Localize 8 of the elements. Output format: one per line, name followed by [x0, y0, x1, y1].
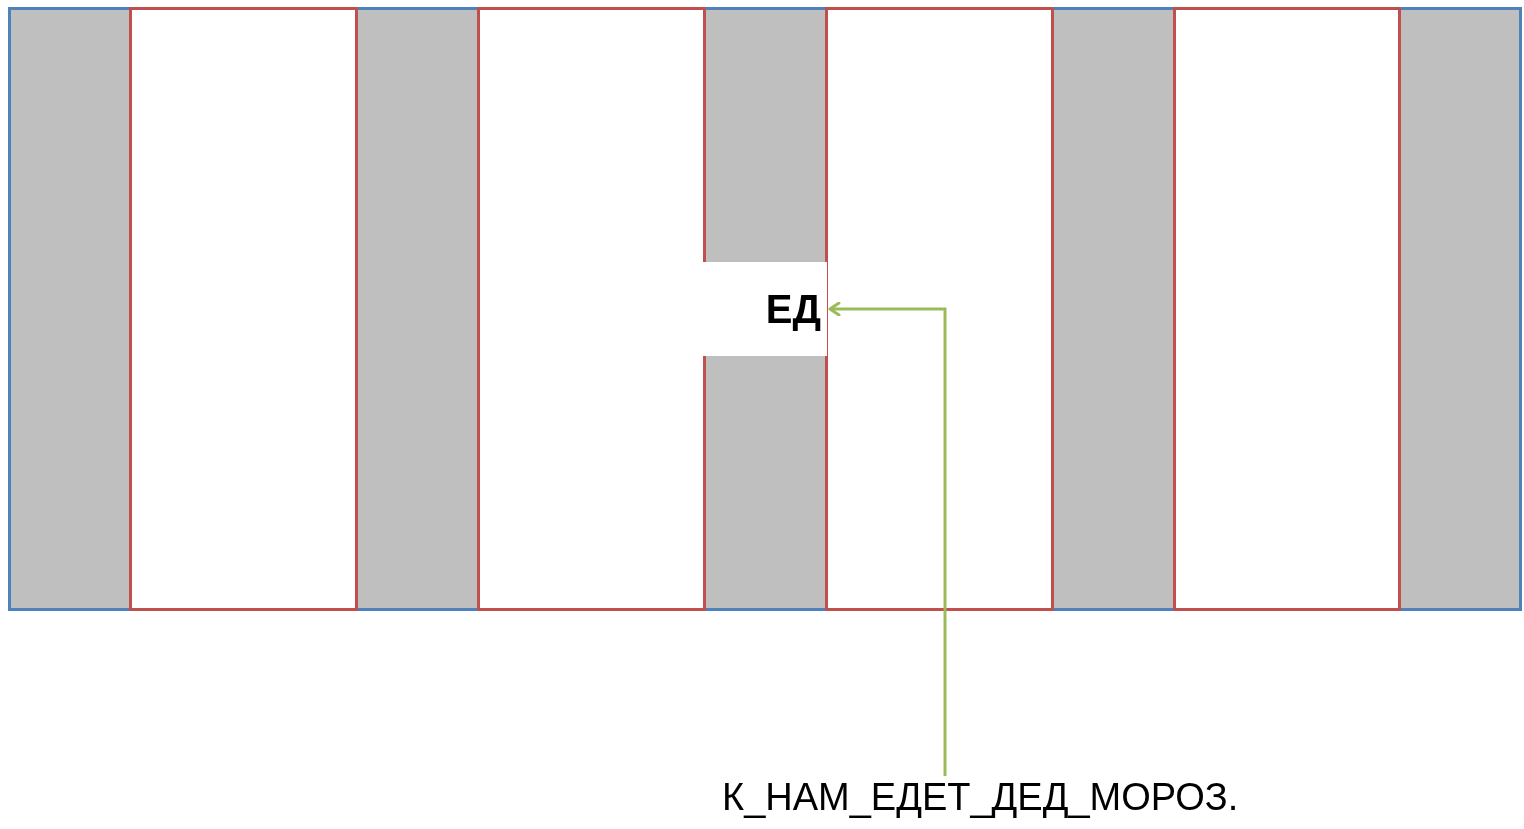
- panel-box: [129, 7, 358, 611]
- panel-box: [477, 7, 706, 611]
- label-tag: ЕД: [703, 262, 827, 356]
- caption-text: К_НАМ_ЕДЕТ_ДЕД_МОРОЗ.: [722, 776, 1239, 819]
- band: [8, 7, 1522, 611]
- leader-arrow: [828, 301, 947, 776]
- panel-box: [825, 7, 1054, 611]
- panel-box: [1173, 7, 1401, 611]
